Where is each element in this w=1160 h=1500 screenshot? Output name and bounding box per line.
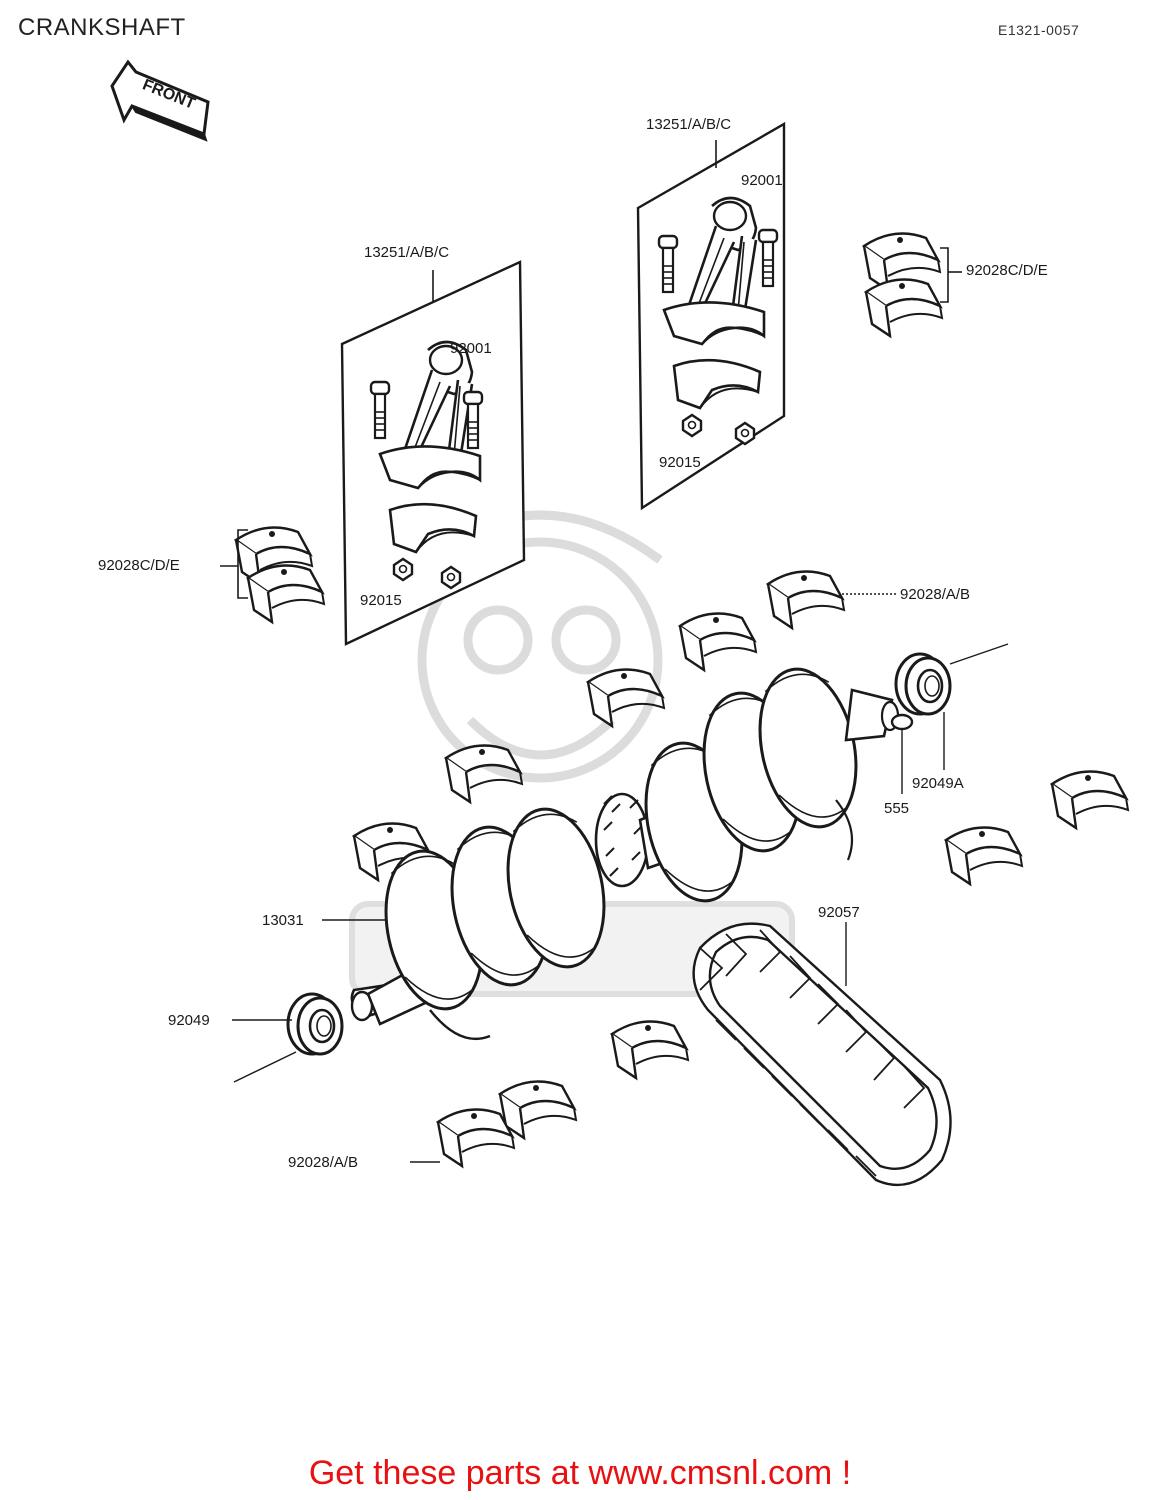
diagram-code: E1321-0057 <box>998 22 1080 38</box>
label-oil-seal-left[interactable]: 92049 <box>168 1012 210 1029</box>
crankshaft <box>350 658 900 1041</box>
conrod-assembly-right <box>636 121 786 511</box>
label-bolt-right[interactable]: 92001 <box>741 172 783 189</box>
woodruff-key <box>890 713 914 794</box>
page-title: CRANKSHAFT <box>18 14 186 41</box>
label-key[interactable]: 555 <box>884 800 910 817</box>
oil-seal-left <box>232 992 344 1083</box>
rod-bearing-right-shells <box>862 232 962 338</box>
label-nut-right[interactable]: 92015 <box>659 454 701 471</box>
conrod-assembly-left <box>340 260 526 646</box>
label-nut-left[interactable]: 92015 <box>360 592 402 609</box>
label-oil-seal-right[interactable]: 92049A <box>912 775 964 792</box>
main-bearing-shells-lower <box>410 770 1130 1168</box>
footer-parts-link[interactable]: Get these parts at www.cmsnl.com ! <box>308 1454 852 1492</box>
label-rod-bearing-right[interactable]: 92028C/D/E <box>966 262 1048 279</box>
label-rod-assy-right[interactable]: 13251/A/B/C <box>646 116 732 133</box>
rod-bearing-left-shells <box>220 526 326 624</box>
label-rod-bearing-left[interactable]: 92028C/D/E <box>98 557 180 574</box>
label-bolt-left[interactable]: 92001 <box>450 340 492 357</box>
label-chain[interactable]: 92057 <box>818 904 860 921</box>
label-crankshaft[interactable]: 13031 <box>262 912 304 929</box>
main-bearing-shells-upper <box>352 570 898 882</box>
cam-chain <box>692 922 952 1187</box>
label-rod-assy-left[interactable]: 13251/A/B/C <box>364 244 450 261</box>
oil-seal-right <box>894 643 1009 770</box>
front-arrow-icon: FRONT <box>110 59 210 142</box>
label-main-bearing-lower[interactable]: 92028/A/B <box>288 1154 359 1171</box>
label-main-bearing-upper[interactable]: 92028/A/B <box>900 586 971 603</box>
crank-sprocket <box>594 792 650 888</box>
